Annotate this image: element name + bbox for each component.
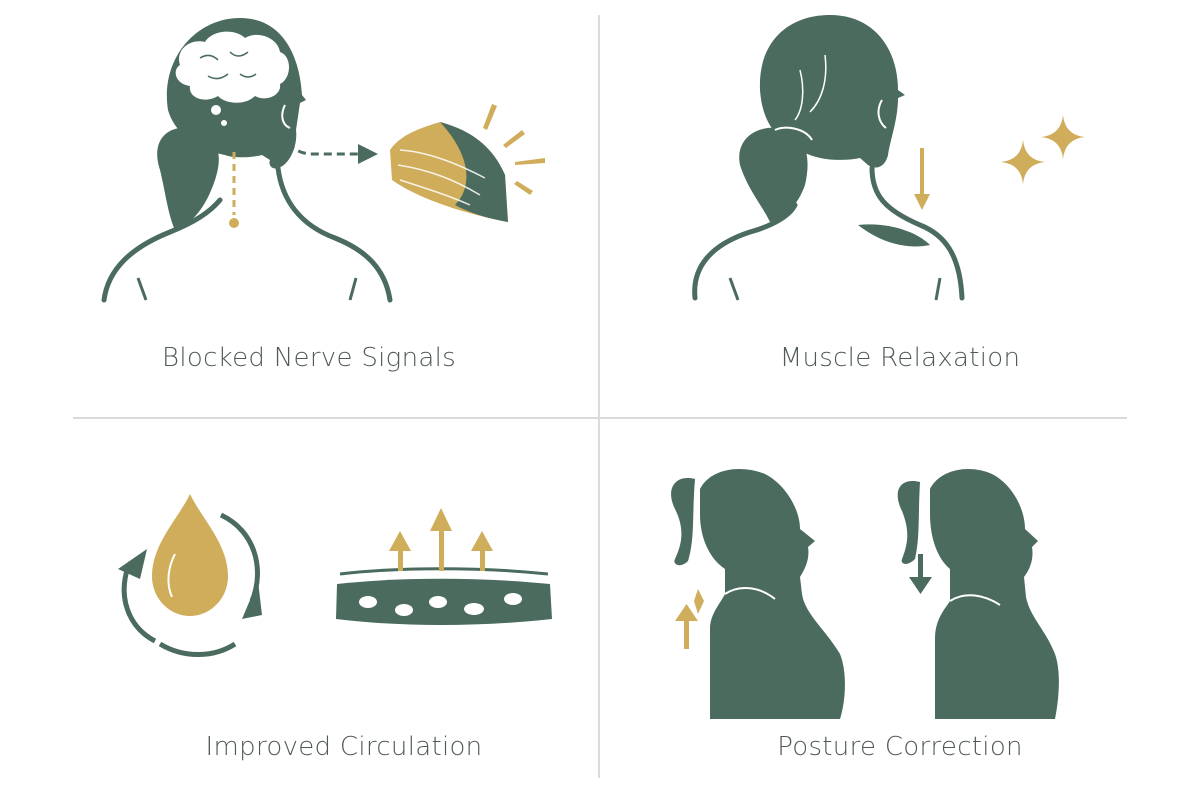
blood-vessel-icon [336, 567, 552, 625]
woman-back-view-icon [692, 15, 965, 301]
panel-improved-circulation: Improved Circulation [0, 419, 598, 800]
panel-label: Blocked Nerve Signals [162, 343, 456, 373]
panel-blocked-nerve-signals: Blocked Nerve Signals [0, 0, 598, 417]
head-with-brain-icon [101, 18, 393, 303]
panel-posture-correction: Posture Correction [600, 419, 1200, 800]
down-arrow-icon [909, 554, 932, 594]
sparkles-icon [1001, 115, 1085, 184]
panel-muscle-relaxation: Muscle Relaxation [600, 0, 1200, 417]
drop-with-cycle-arrows-icon [118, 494, 262, 657]
burst-rays-icon [483, 104, 545, 195]
horizontal-divider [73, 417, 1127, 419]
nerve-dotted-line-icon [229, 152, 239, 228]
panel-label: Muscle Relaxation [779, 343, 1021, 373]
up-arrow-icon [675, 589, 704, 649]
woman-profile-lowered-shoulders-icon [897, 469, 1059, 719]
down-arrow-icon [914, 148, 930, 210]
panel-label: Posture Correction [777, 732, 1023, 762]
up-arrows-icon [389, 508, 493, 571]
dashed-arrow-icon [286, 141, 378, 164]
vertical-divider [598, 15, 600, 778]
panel-label: Improved Circulation [205, 732, 483, 762]
shoulder-pain-icon [390, 122, 508, 222]
woman-profile-raised-shoulders-icon [671, 469, 845, 719]
